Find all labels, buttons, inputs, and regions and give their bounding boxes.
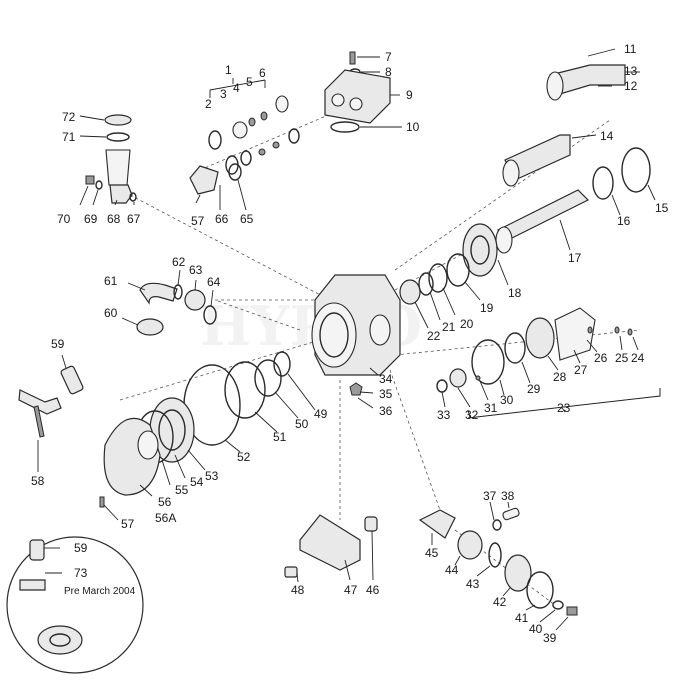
label-61: 61 — [104, 274, 118, 288]
label-59-main: 59 — [51, 337, 65, 351]
bearing-stack — [399, 223, 509, 329]
label-9: 9 — [406, 88, 413, 102]
port-fittings — [121, 269, 217, 336]
label-14: 14 — [600, 129, 614, 143]
label-7: 7 — [385, 50, 392, 64]
label-30: 30 — [500, 393, 514, 407]
gasket-rings — [183, 351, 316, 453]
label-46: 46 — [366, 583, 380, 597]
label-54: 54 — [190, 475, 204, 489]
label-13: 13 — [624, 64, 638, 78]
label-66: 66 — [215, 212, 229, 226]
label-17: 17 — [568, 251, 582, 265]
inset-caption: Pre March 2004 — [64, 586, 136, 597]
label-71: 71 — [62, 130, 76, 144]
label-52: 52 — [237, 450, 251, 464]
label-5: 5 — [246, 75, 253, 89]
label-51: 51 — [273, 430, 287, 444]
label-21: 21 — [442, 320, 456, 334]
label-32: 32 — [465, 408, 479, 422]
shaft-group — [495, 48, 656, 254]
label-70: 70 — [57, 212, 71, 226]
label-65: 65 — [240, 212, 254, 226]
label-8: 8 — [385, 65, 392, 79]
label-34: 34 — [379, 372, 393, 386]
label-16: 16 — [617, 214, 631, 228]
label-68: 68 — [107, 212, 121, 226]
label-15: 15 — [655, 201, 669, 215]
label-45: 45 — [425, 546, 439, 560]
seal-group — [436, 307, 661, 419]
label-4: 4 — [233, 81, 240, 95]
label-3: 3 — [220, 87, 227, 101]
label-67: 67 — [127, 212, 141, 226]
oil-reservoir — [79, 114, 137, 206]
front-cover-group — [18, 354, 206, 521]
label-36: 36 — [379, 404, 393, 418]
label-50: 50 — [295, 417, 309, 431]
bottom-bracket-group — [284, 501, 578, 631]
label-24: 24 — [631, 351, 645, 365]
pump-housing — [311, 274, 401, 409]
label-41: 41 — [515, 611, 529, 625]
label-47: 47 — [344, 583, 358, 597]
label-18: 18 — [508, 286, 522, 300]
label-56: 56 — [158, 495, 172, 509]
label-25: 25 — [615, 351, 629, 365]
label-29: 29 — [527, 382, 541, 396]
label-57-lower: 57 — [121, 517, 135, 531]
label-40: 40 — [529, 622, 543, 636]
label-38: 38 — [501, 489, 515, 503]
label-57-upper: 57 — [191, 214, 205, 228]
label-48: 48 — [291, 583, 305, 597]
label-27: 27 — [574, 363, 588, 377]
part-number-labels: 1 2 3 4 5 6 7 8 9 10 11 12 13 14 15 16 1… — [31, 42, 669, 645]
label-6: 6 — [259, 66, 266, 80]
label-63: 63 — [189, 263, 203, 277]
label-20: 20 — [460, 317, 474, 331]
label-59-inset: 59 — [74, 541, 88, 555]
label-43: 43 — [466, 577, 480, 591]
label-26: 26 — [594, 351, 608, 365]
label-44: 44 — [445, 563, 459, 577]
label-11: 11 — [624, 42, 637, 56]
label-33: 33 — [437, 408, 451, 422]
label-1: 1 — [225, 63, 232, 77]
label-55: 55 — [175, 483, 189, 497]
label-69: 69 — [84, 212, 98, 226]
label-72: 72 — [62, 110, 76, 124]
label-37: 37 — [483, 489, 497, 503]
label-10: 10 — [406, 120, 420, 134]
label-42: 42 — [493, 595, 507, 609]
label-39: 39 — [543, 631, 557, 645]
label-31: 31 — [484, 401, 498, 415]
inset-detail — [6, 536, 144, 674]
label-2: 2 — [205, 97, 212, 111]
label-58: 58 — [31, 474, 45, 488]
label-60: 60 — [104, 306, 118, 320]
valve-cover-group — [324, 51, 402, 133]
label-35: 35 — [379, 387, 393, 401]
label-53: 53 — [205, 469, 219, 483]
valve-assembly-group — [189, 78, 300, 211]
label-12: 12 — [624, 79, 638, 93]
label-62: 62 — [172, 255, 186, 269]
label-19: 19 — [480, 301, 494, 315]
label-73: 73 — [74, 566, 88, 580]
label-28: 28 — [553, 370, 567, 384]
label-64: 64 — [207, 275, 221, 289]
label-22: 22 — [427, 329, 441, 343]
label-56a: 56A — [155, 511, 176, 525]
label-23: 23 — [557, 401, 571, 415]
label-49: 49 — [314, 407, 328, 421]
